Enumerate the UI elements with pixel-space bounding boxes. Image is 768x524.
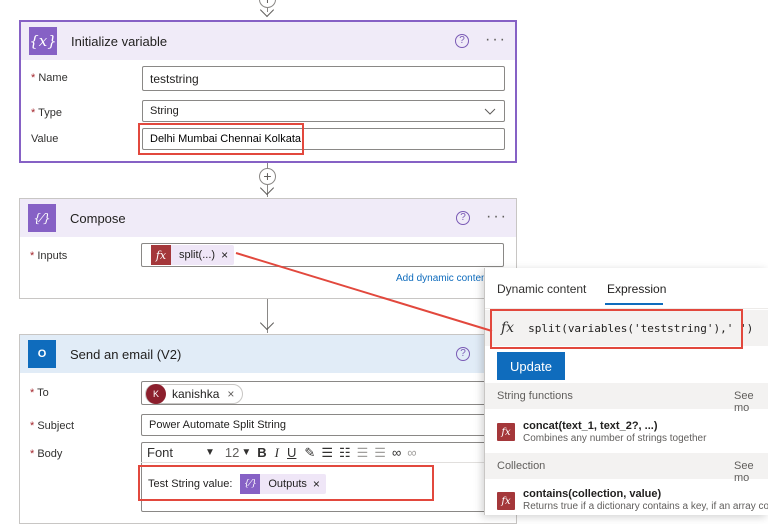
italic-icon[interactable]: I [274, 444, 280, 460]
function-description: Combines any number of strings together [523, 433, 707, 444]
body-text: Test String value: [148, 478, 233, 490]
connector-3 [267, 299, 268, 333]
more-options-icon[interactable]: ··· [486, 208, 508, 225]
tab-expression-underline [605, 303, 663, 305]
function-description: Returns true if a dictionary contains a … [523, 501, 768, 512]
numbered-list-icon[interactable]: ☷ [338, 444, 351, 460]
expression-input[interactable]: fx split(variables('teststring'),' ') [485, 310, 768, 346]
section-title: Collection [497, 460, 546, 472]
help-icon[interactable]: ? [455, 34, 469, 48]
see-more-link[interactable]: See mo [734, 460, 754, 484]
insert-step-plus[interactable]: + [259, 168, 276, 185]
inputs-label: * Inputs [30, 250, 68, 262]
function-name[interactable]: concat(text_1, text_2?, ...) [523, 420, 658, 432]
subject-field[interactable]: Power Automate Split String [141, 414, 504, 436]
color-icon[interactable]: ✎ [304, 444, 316, 460]
panel-divider [485, 308, 768, 309]
name-label: * Name [31, 72, 68, 84]
collection-header: Collection [485, 453, 768, 479]
chevron-down-icon [484, 108, 496, 115]
body-content[interactable]: Test String value: {⁄} Outputs × [148, 474, 326, 494]
update-button[interactable]: Update [497, 352, 565, 380]
fx-icon: fx [501, 320, 515, 336]
variable-icon: {x} [29, 27, 57, 55]
more-options-icon[interactable]: ··· [485, 31, 507, 48]
recipient-name: kanishka [172, 387, 220, 401]
avatar: K [146, 384, 166, 404]
card-title: Compose [70, 210, 126, 226]
initialize-variable-card: {x} Initialize variable ? ··· * Name tes… [19, 20, 517, 163]
outputs-token[interactable]: {⁄} Outputs × [240, 474, 326, 494]
function-icon: fx [497, 423, 515, 441]
type-label: * Type [31, 107, 62, 119]
remove-token-icon[interactable]: × [312, 477, 320, 491]
link-icon[interactable]: ∞ [391, 445, 402, 460]
unlink-icon[interactable]: ∞ [407, 445, 417, 460]
bold-icon[interactable]: B [257, 445, 267, 460]
underline-icon[interactable]: U [287, 445, 297, 460]
split-token[interactable]: fx split(...) × [151, 245, 235, 265]
subject-label: * Subject [30, 420, 75, 432]
compose-header[interactable]: {⁄} Compose ? ··· [20, 199, 516, 237]
section-title: String functions [497, 390, 573, 402]
body-toolbar: Font ▼ 12 ▼ B I U ✎ ☰ ☷ ☰ ☰ ∞ ∞ [141, 443, 486, 463]
compose-token-icon: {⁄} [240, 474, 261, 494]
card-title: Send an email (V2) [70, 346, 182, 362]
name-field[interactable]: teststring [142, 66, 505, 91]
value-label: Value [31, 133, 59, 145]
decrease-indent-icon[interactable]: ☰ [356, 444, 369, 460]
help-icon[interactable]: ? [456, 347, 470, 361]
to-label: * To [30, 387, 49, 399]
tab-dynamic-content[interactable]: Dynamic content [497, 282, 587, 296]
dynamic-content-panel: Dynamic content Expression fx split(vari… [484, 268, 768, 515]
bullet-list-icon[interactable]: ☰ [321, 444, 333, 460]
function-icon: fx [497, 492, 515, 510]
compose-card: {⁄} Compose ? ··· * Inputs Add dynamic c… [19, 198, 517, 299]
token-label: split(...) [179, 249, 216, 261]
initialize-variable-header[interactable]: {x} Initialize variable ? ··· [21, 22, 515, 60]
add-dynamic-content-link[interactable]: Add dynamic content [396, 273, 490, 284]
send-email-header[interactable]: O Send an email (V2) ? [20, 335, 516, 373]
body-label: * Body [30, 448, 63, 460]
remove-recipient-icon[interactable]: × [227, 387, 235, 401]
remove-token-icon[interactable]: × [221, 248, 229, 262]
expression-text: split(variables('teststring'),' ') [528, 321, 754, 335]
tab-expression[interactable]: Expression [607, 282, 667, 296]
type-select[interactable]: String [142, 100, 505, 122]
string-functions-header: String functions [485, 383, 768, 409]
outlook-icon: O [28, 340, 56, 368]
size-dropdown-icon[interactable]: ▼ [241, 447, 252, 458]
font-dropdown-icon[interactable]: ▼ [205, 447, 215, 458]
token-label: Outputs [268, 478, 307, 490]
function-name[interactable]: contains(collection, value) [523, 488, 662, 500]
recipient-chip[interactable]: K kanishka × [145, 384, 244, 404]
card-title: Initialize variable [71, 33, 168, 49]
fx-icon: fx [151, 245, 171, 265]
help-icon[interactable]: ? [456, 211, 470, 225]
compose-icon: {⁄} [28, 204, 56, 232]
type-value: String [150, 105, 179, 117]
see-more-link[interactable]: See mo [734, 390, 754, 414]
increase-indent-icon[interactable]: ☰ [374, 444, 386, 460]
font-select[interactable]: Font [147, 445, 174, 460]
value-field[interactable]: Delhi Mumbai Chennai Kolkata [142, 128, 505, 150]
font-size-select[interactable]: 12 [224, 445, 240, 460]
